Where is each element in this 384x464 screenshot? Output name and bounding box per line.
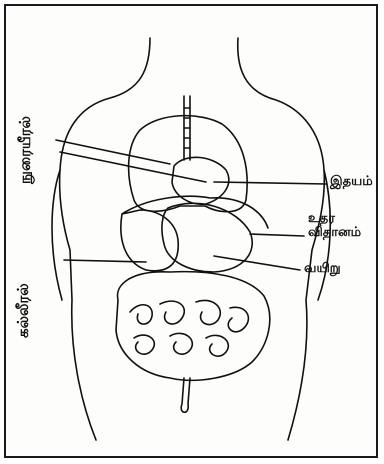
label-liver: கல்லீரல்: [16, 283, 31, 338]
lungs-shape: [129, 116, 248, 212]
stomach-shape: [162, 203, 252, 272]
body-outline: [60, 38, 150, 440]
leader-lungs: [56, 140, 170, 164]
arm-left: [52, 170, 62, 300]
label-diaphragm-line1: உதர: [308, 212, 361, 226]
leader-stomach: [214, 256, 300, 270]
label-diaphragm-line2: விதானம்: [308, 226, 361, 240]
label-stomach: வயிறு: [304, 262, 341, 275]
appendix: [181, 378, 190, 412]
leader-heart: [214, 182, 326, 184]
leader-liver: [64, 260, 146, 262]
label-lungs: நுரையீரல்: [18, 116, 33, 184]
label-heart: இதயம்: [330, 175, 373, 188]
leader-diaphragm: [250, 234, 304, 236]
label-diaphragm: உதர விதானம்: [308, 212, 361, 241]
